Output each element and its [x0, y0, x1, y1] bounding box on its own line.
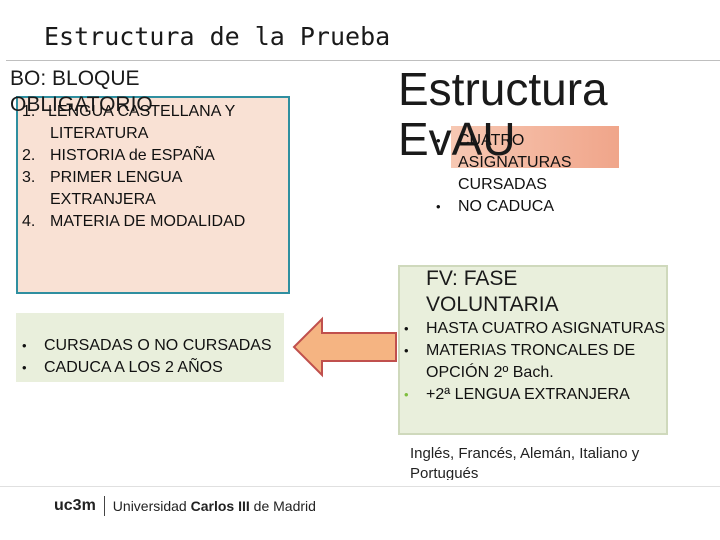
fv-bullet-list: • HASTA CUATRO ASIGNATURAS • MATERIAS TR… — [404, 318, 674, 406]
logo-name-bold: Carlos III — [190, 498, 250, 514]
bullet-icon: • — [22, 338, 27, 353]
evau-highlight — [451, 126, 619, 168]
list-item: • HASTA CUATRO ASIGNATURAS — [404, 318, 674, 340]
list-number: 2. — [22, 147, 36, 164]
languages-note: Inglés, Francés, Alemán, Italiano y Port… — [410, 445, 640, 480]
list-text: HISTORIA de ESPAÑA — [50, 147, 215, 164]
bullet-icon: • — [404, 387, 409, 402]
title-divider — [6, 60, 720, 61]
list-item: 3. PRIMER LENGUA EXTRANJERA — [22, 167, 282, 211]
bo-subject-list: 1. LENGUA CASTELLANA Y LITERATURA 2. HIS… — [22, 101, 282, 233]
arrow-right-icon — [291, 115, 403, 177]
list-text: PRIMER LENGUA EXTRANJERA — [50, 169, 182, 208]
fv-block-title: FV: FASE VOLUNTARIA — [426, 266, 559, 318]
fv-block-box — [398, 265, 668, 435]
list-text: LENGUA CASTELLANA Y LITERATURA — [48, 103, 236, 142]
bullet-icon: • — [22, 360, 27, 375]
logo-separator — [103, 496, 105, 516]
list-text: MATERIAS TRONCALES DE OPCIÓN 2º Bach. — [426, 342, 636, 381]
left-bullets-highlight — [16, 313, 284, 382]
list-text: CURSADAS O NO CURSADAS — [44, 337, 272, 354]
page-title: Estructura de la Prueba — [44, 22, 391, 51]
list-item: • CADUCA A LOS 2 AÑOS — [22, 357, 292, 379]
bo-title-line1: BO: BLOQUE — [10, 67, 140, 90]
bullet-icon: • — [436, 133, 441, 148]
list-number: 3. — [22, 169, 36, 186]
list-item: • CUATRO ASIGNATURAS CURSADAS — [436, 130, 636, 196]
list-number: 1. — [22, 103, 36, 120]
footer-divider — [0, 486, 720, 487]
evau-title-line1: Estructura — [398, 63, 608, 115]
list-item: 4. MATERIA DE MODALIDAD — [22, 211, 282, 233]
bo-block-title: BO: BLOQUE OBLIGATORIO — [10, 66, 153, 118]
list-item: • MATERIAS TRONCALES DE OPCIÓN 2º Bach. — [404, 340, 674, 384]
logo-university-name: Universidad Carlos III de Madrid — [113, 498, 316, 514]
list-item: • NO CADUCA — [436, 196, 636, 218]
list-text: MATERIA DE MODALIDAD — [50, 213, 246, 230]
fv-title-line1: FV: FASE — [426, 267, 518, 290]
list-text: NO CADUCA — [458, 198, 555, 215]
list-item: • CURSADAS O NO CURSADAS — [22, 335, 292, 357]
logo-name-suffix: de Madrid — [253, 498, 316, 514]
bullet-icon: • — [436, 199, 441, 214]
evau-title-line2: EvAU — [398, 113, 516, 165]
list-number: 4. — [22, 213, 36, 230]
list-item: 2. HISTORIA de ESPAÑA — [22, 145, 282, 167]
evau-bullet-list: • CUATRO ASIGNATURAS CURSADAS • NO CADUC… — [436, 130, 636, 218]
fv-title-line2: VOLUNTARIA — [426, 293, 559, 316]
arrow-left-icon — [292, 316, 397, 378]
list-text: +2ª LENGUA EXTRANJERA — [426, 386, 630, 403]
bullet-icon: • — [404, 321, 409, 336]
list-text: HASTA CUATRO ASIGNATURAS — [426, 320, 666, 337]
university-logo: uc3m Universidad Carlos III de Madrid — [54, 496, 316, 516]
list-item: 1. LENGUA CASTELLANA Y LITERATURA — [22, 101, 282, 145]
evau-title: Estructura EvAU — [398, 64, 608, 164]
logo-uc3m: uc3m — [54, 497, 96, 514]
list-text: CUATRO ASIGNATURAS CURSADAS — [458, 132, 572, 193]
bo-title-line2: OBLIGATORIO — [10, 93, 153, 116]
list-text: CADUCA A LOS 2 AÑOS — [44, 359, 223, 376]
left-bullet-list: • CURSADAS O NO CURSADAS • CADUCA A LOS … — [22, 335, 292, 379]
logo-name-prefix: Universidad — [112, 498, 187, 514]
list-item: • +2ª LENGUA EXTRANJERA — [404, 384, 674, 406]
bo-block-box — [16, 96, 290, 294]
bullet-icon: • — [404, 343, 409, 358]
